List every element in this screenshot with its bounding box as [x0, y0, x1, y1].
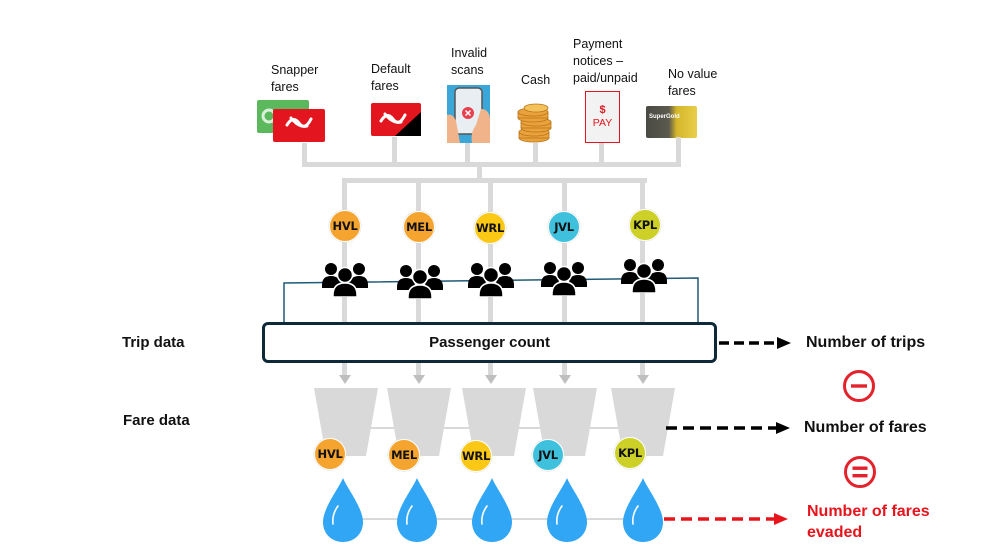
connector: [640, 363, 645, 375]
fare-badge-kpl: KPL: [614, 437, 646, 469]
down-arrow-icon: [484, 375, 497, 384]
fares-evaded-line2: evaded: [807, 524, 863, 541]
line-badge-jvl: JVL: [548, 211, 580, 243]
supergold-card-icon: SuperGold: [646, 106, 697, 138]
invalid-scan-phone-icon: [447, 85, 490, 143]
snapper-card-icon: [257, 100, 327, 142]
funnel-icon: [462, 388, 526, 456]
connector: [562, 178, 567, 326]
connector: [640, 178, 645, 326]
evasion-drop-icon: [623, 478, 663, 542]
minus-circle-icon: [843, 370, 875, 402]
connector: [465, 143, 470, 166]
passengers-icon: [468, 262, 514, 297]
fare-data-label: Fare data: [123, 412, 190, 429]
connector-bar: [342, 178, 647, 183]
evaded-arrow: [664, 513, 788, 525]
fare-badge-wrl: WRL: [460, 440, 492, 472]
source-label-invalid: Invalid scans: [451, 46, 488, 77]
evasion-drop-icon: [323, 478, 363, 542]
coins-icon: [516, 103, 554, 143]
source-label-snapper: Snapper fares: [271, 63, 319, 94]
number-of-trips-label: Number of trips: [806, 334, 926, 351]
connector: [302, 143, 307, 166]
passengers-icon: [322, 262, 368, 297]
equals-circle-icon: [844, 456, 876, 488]
down-arrow-icon: [338, 375, 351, 384]
fares-arrow: [666, 422, 790, 434]
evasion-drop-icon: [547, 478, 587, 542]
source-label-default: Default fares: [371, 62, 411, 93]
pay-text: PAY: [592, 117, 613, 129]
source-label-cash: Cash: [521, 73, 551, 87]
number-of-fares-label: Number of fares: [804, 419, 927, 436]
passengers-icon: [541, 261, 587, 296]
fare-badge-hvl: HVL: [314, 438, 346, 470]
connector: [477, 166, 482, 182]
passenger-count-box: Passenger count: [262, 322, 717, 363]
passengers-icon: [621, 258, 667, 293]
default-fare-card-icon: [371, 103, 421, 136]
fare-badge-mel: MEL: [388, 439, 420, 471]
connector: [676, 137, 681, 166]
down-arrow-icon: [558, 375, 571, 384]
connector: [488, 178, 493, 326]
line-badge-wrl: WRL: [474, 212, 506, 244]
payment-notice-icon: $ PAY: [585, 91, 620, 143]
trips-arrow: [719, 337, 791, 349]
supergold-card-text: SuperGold: [649, 114, 680, 120]
connector: [342, 363, 347, 375]
connector: [416, 178, 421, 326]
connector: [416, 363, 421, 375]
down-arrow-icon: [636, 375, 649, 384]
fare-badge-jvl: JVL: [532, 439, 564, 471]
connector: [562, 363, 567, 375]
connector: [342, 178, 347, 326]
connector: [488, 363, 493, 375]
passenger-count-label: Passenger count: [429, 334, 550, 351]
line-badge-kpl: KPL: [629, 209, 661, 241]
connector-bar: [302, 162, 681, 167]
source-label-novalue: No value fares: [668, 67, 718, 98]
trip-data-label: Trip data: [122, 334, 185, 351]
source-label-payment: Payment notices – paid/unpaid: [573, 37, 638, 85]
fares-evaded-line1: Number of fares: [807, 503, 930, 520]
connector: [392, 137, 397, 166]
line-badge-hvl: HVL: [329, 210, 361, 242]
passengers-icon: [397, 264, 443, 299]
fares-evaded-label: Number of fares evaded: [807, 501, 930, 543]
evasion-drop-icon: [397, 478, 437, 542]
dollar-symbol: $: [599, 104, 606, 116]
down-arrow-icon: [412, 375, 425, 384]
connector: [599, 143, 604, 166]
evasion-drop-icon: [472, 478, 512, 542]
connector: [533, 143, 538, 166]
line-badge-mel: MEL: [403, 211, 435, 243]
